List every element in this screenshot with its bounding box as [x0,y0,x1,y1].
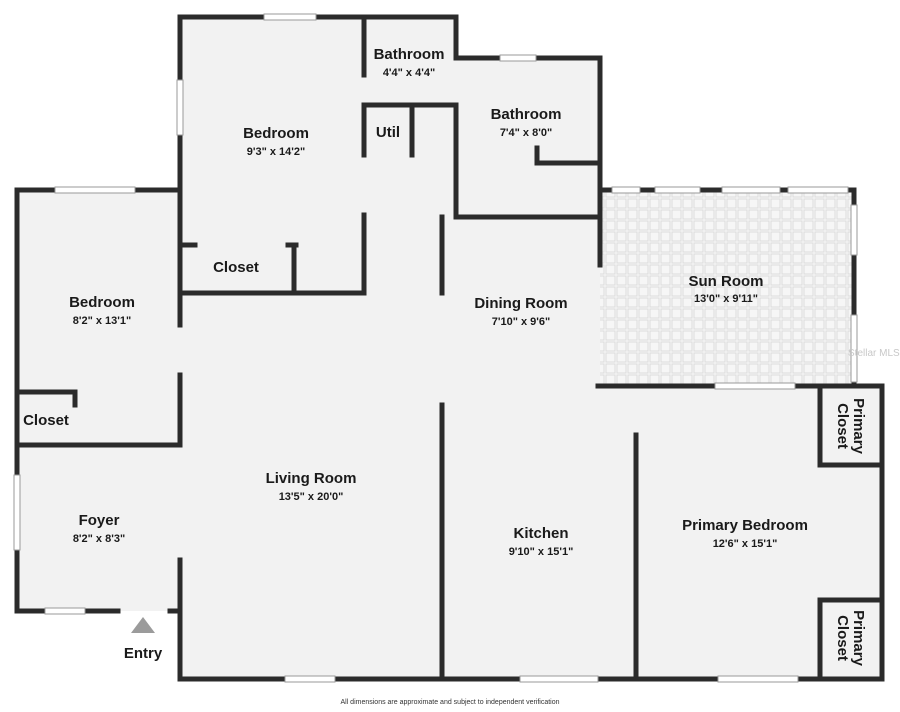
windows [13,13,858,683]
wall-bedroom-top-right-lower [293,212,367,296]
primary-closet-1-line1: Primary [850,398,867,455]
room-name-sun: Sun Room [689,273,764,290]
floor-bath-main [456,58,600,218]
primary-closet-2-line1: Primary [850,610,867,667]
room-name-closet-left: Closet [23,412,69,429]
floor-bedroom-left [17,190,180,445]
room-name-bedroom-top: Bedroom [243,125,309,142]
room-labels: Bedroom 9'3" x 14'2" Bathroom 4'4" x 4'4… [23,46,808,662]
primary-closet-2-label: Primary Closet [834,610,867,667]
wall-primary-closet-1 [817,383,885,468]
floor-sun-room [600,190,854,386]
window [611,186,641,194]
wall-sun-top [597,187,857,208]
window [499,54,537,62]
room-dims-primary: 12'6" x 15'1" [713,538,778,550]
room-dims-bedroom-top: 9'3" x 14'2" [247,146,305,158]
window [787,186,849,194]
window [54,186,136,194]
wall-bath-main-inner [534,145,603,166]
room-name-dining: Dining Room [474,295,567,312]
floor-bath-small [364,17,456,105]
window [717,675,799,683]
floor-living-main [180,293,442,679]
wall-primary-closet-2 [817,597,885,682]
room-name-bath-small: Bathroom [374,46,445,63]
primary-closet-2-line2: Closet [834,615,851,661]
walls [14,14,885,682]
room-name-kitchen: Kitchen [513,525,568,542]
floor-foyer [17,445,180,611]
window [850,314,858,383]
primary-closet-1-line2: Closet [834,403,851,449]
window [176,79,184,136]
room-dims-bath-main: 7'4" x 8'0" [500,127,552,139]
floor-bedroom-top [180,17,364,293]
floor-kitchen [442,388,638,679]
room-name-bath-main: Bathroom [491,106,562,123]
floor-living-upper [364,155,454,295]
window [519,675,599,683]
window [44,607,86,615]
room-name-bedroom-left: Bedroom [69,294,135,311]
room-dims-bath-small: 4'4" x 4'4" [383,67,435,79]
room-dims-kitchen: 9'10" x 15'1" [509,546,574,558]
window [714,382,796,390]
watermark: Stellar MLS [848,348,900,359]
room-name-util: Util [376,124,400,141]
window [13,474,21,551]
room-dims-sun: 13'0" x 9'11" [694,293,758,305]
entry-arrow-icon [131,617,155,633]
floor-dining [442,218,600,388]
window [721,186,781,194]
room-name-primary: Primary Bedroom [682,517,808,534]
room-dims-bedroom-left: 8'2" x 13'1" [73,315,131,327]
floor-primary [638,388,882,679]
room-name-foyer: Foyer [79,512,120,529]
entry-label: Entry [124,645,163,662]
window [284,675,336,683]
room-dims-foyer: 8'2" x 8'3" [73,533,125,545]
room-name-living: Living Room [266,470,357,487]
room-dims-living: 13'5" x 20'0" [279,491,344,503]
primary-closet-1-label: Primary Closet [834,398,867,455]
room-name-closet-top: Closet [213,259,259,276]
room-dims-dining: 7'10" x 9'6" [492,316,550,328]
wall-closet-left [14,389,78,408]
window [654,186,701,194]
dimensions-disclaimer: All dimensions are approximate and subje… [340,699,560,706]
window [263,13,317,21]
window [850,204,858,256]
wall-closet-top-right [285,242,299,296]
floor-areas [17,17,882,679]
